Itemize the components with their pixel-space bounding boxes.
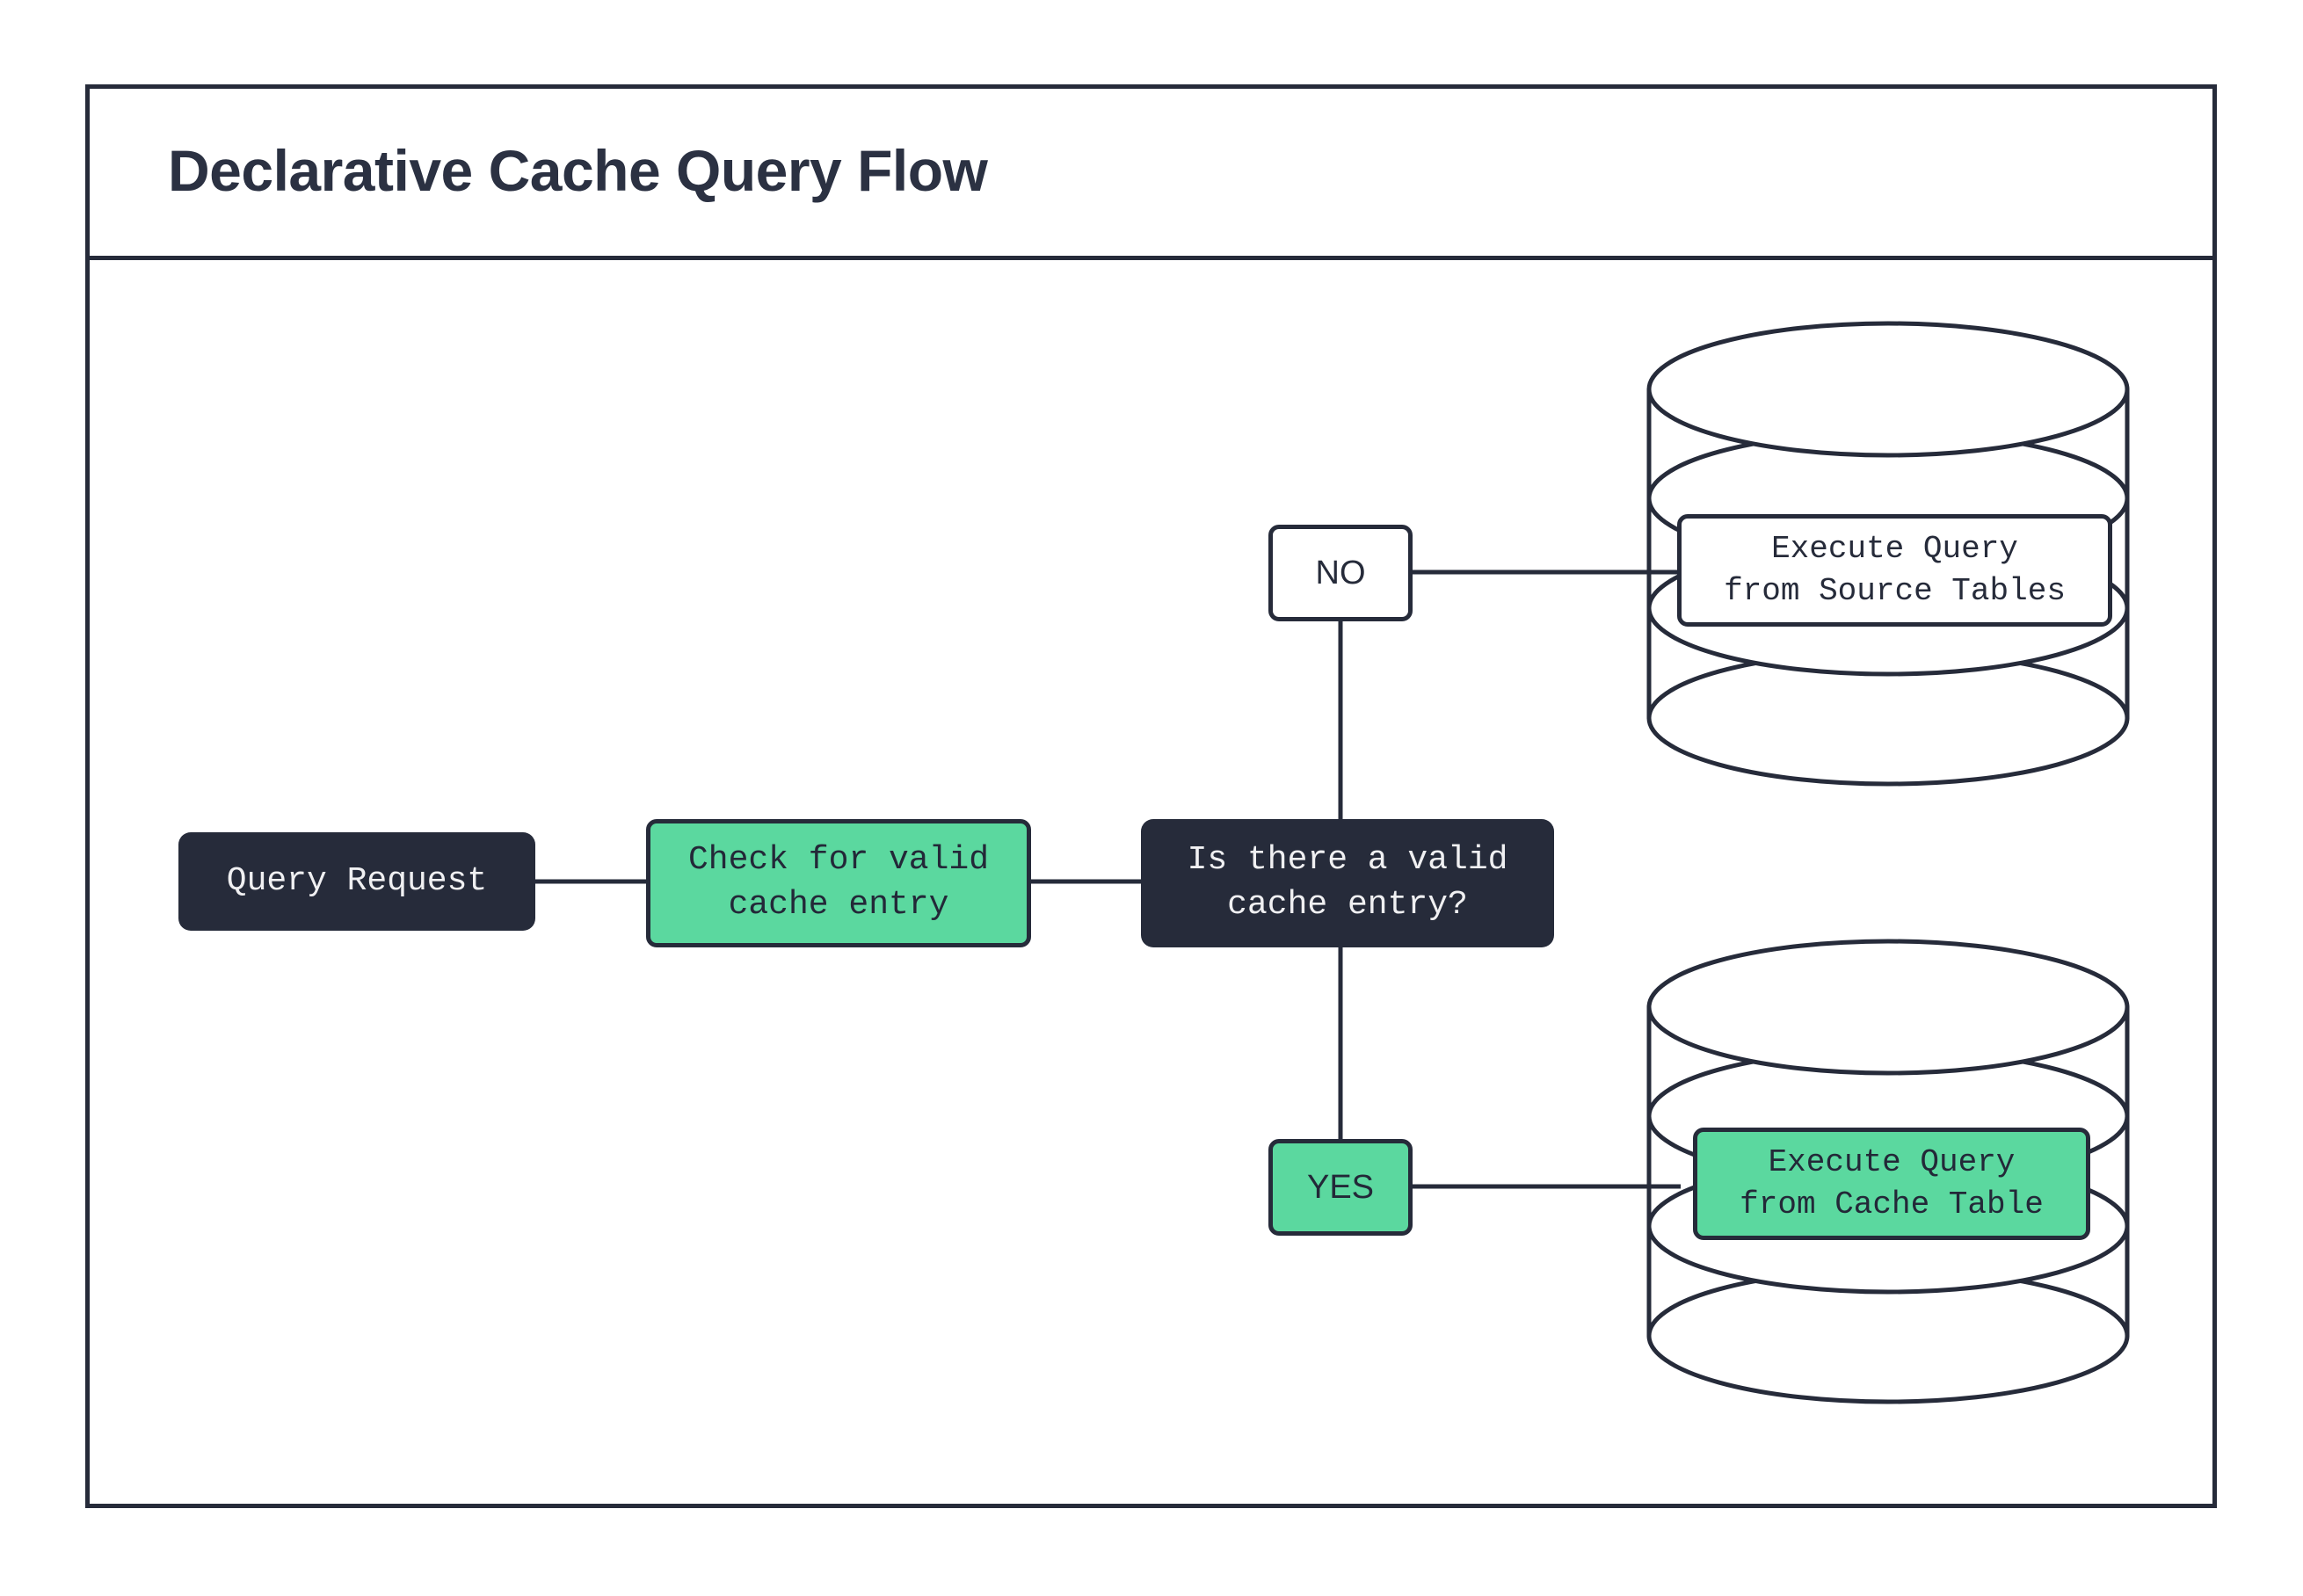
node-query-request[interactable]: Query Request [178, 832, 535, 931]
node-execute-query-from-cache-table[interactable]: Execute Query from Cache Table [1693, 1128, 2090, 1240]
db-cache-disc-top [1646, 939, 2130, 1076]
diagram-header: Declarative Cache Query Flow [85, 84, 2217, 260]
page-title: Declarative Cache Query Flow [168, 137, 988, 203]
db-cache-wall [1646, 1005, 2130, 1338]
node-execute-query-from-source-tables[interactable]: Execute Query from Source Tables [1677, 514, 2112, 627]
branch-label-yes[interactable]: YES [1268, 1139, 1413, 1236]
node-decision-valid-cache-entry[interactable]: Is there a valid cache entry? [1141, 819, 1554, 947]
branch-label-no[interactable]: NO [1268, 525, 1413, 621]
db-source-disc-top [1646, 321, 2130, 458]
db-source-wall [1646, 387, 2130, 721]
node-check-for-valid-cache-entry[interactable]: Check for valid cache entry [646, 819, 1031, 947]
